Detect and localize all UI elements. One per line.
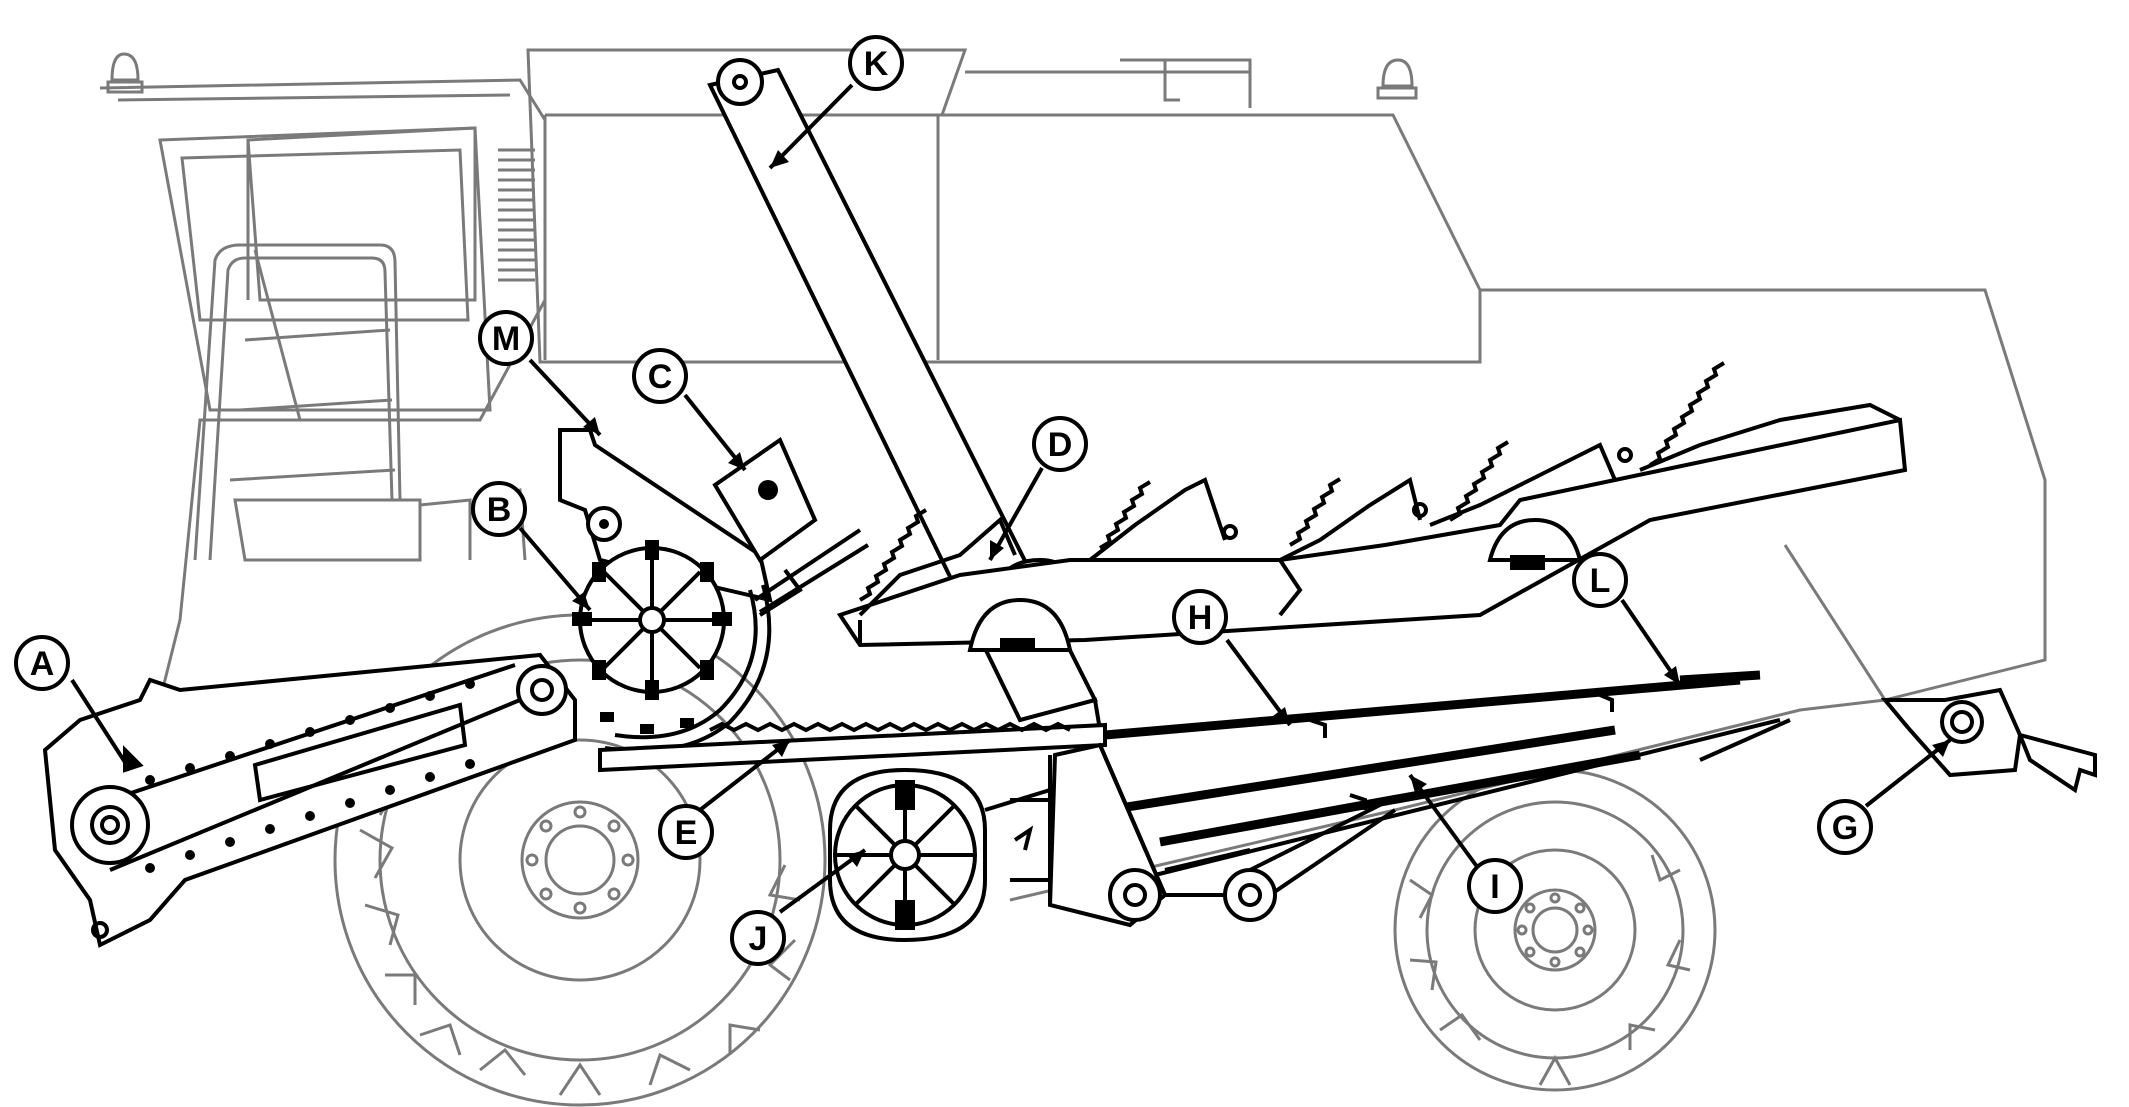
feeder-house xyxy=(42,652,577,948)
callout-G: G xyxy=(1817,799,1873,855)
callout-J: J xyxy=(730,910,786,966)
svg-text:H: H xyxy=(1188,599,1213,637)
internal-components xyxy=(42,58,2097,948)
callout-I: I xyxy=(1467,858,1523,914)
svg-text:J: J xyxy=(749,920,768,958)
grain-pan xyxy=(598,721,1107,773)
svg-text:G: G xyxy=(1832,809,1858,847)
svg-text:M: M xyxy=(492,320,520,358)
sieves xyxy=(1094,670,1791,877)
svg-text:C: C xyxy=(648,358,673,396)
callout-K: K xyxy=(848,35,904,91)
svg-text:D: D xyxy=(1048,426,1073,464)
callout-A: A xyxy=(14,635,70,691)
callout-D: D xyxy=(1032,416,1088,472)
callout-H: H xyxy=(1172,589,1228,645)
beater xyxy=(712,436,818,563)
callout-E: E xyxy=(658,804,714,860)
svg-text:L: L xyxy=(1590,562,1611,600)
machine-body-outline xyxy=(99,48,2047,1107)
callout-labels: A B C D E G H I xyxy=(14,35,1873,966)
cleaning-shoe xyxy=(1010,742,1397,928)
callout-L: L xyxy=(1572,552,1628,608)
cleaning-fan xyxy=(828,767,1051,943)
leader-lines xyxy=(70,83,1952,914)
straw-walkers xyxy=(836,361,1908,652)
callout-C: C xyxy=(632,348,688,404)
threshing-cylinder xyxy=(558,428,870,753)
straw-chopper xyxy=(1880,687,2097,794)
callout-B: B xyxy=(471,481,527,537)
svg-text:K: K xyxy=(864,45,889,83)
svg-text:I: I xyxy=(1490,868,1499,906)
callout-M: M xyxy=(478,310,534,366)
svg-text:B: B xyxy=(487,491,512,529)
svg-text:E: E xyxy=(675,814,698,852)
svg-text:A: A xyxy=(30,645,55,683)
